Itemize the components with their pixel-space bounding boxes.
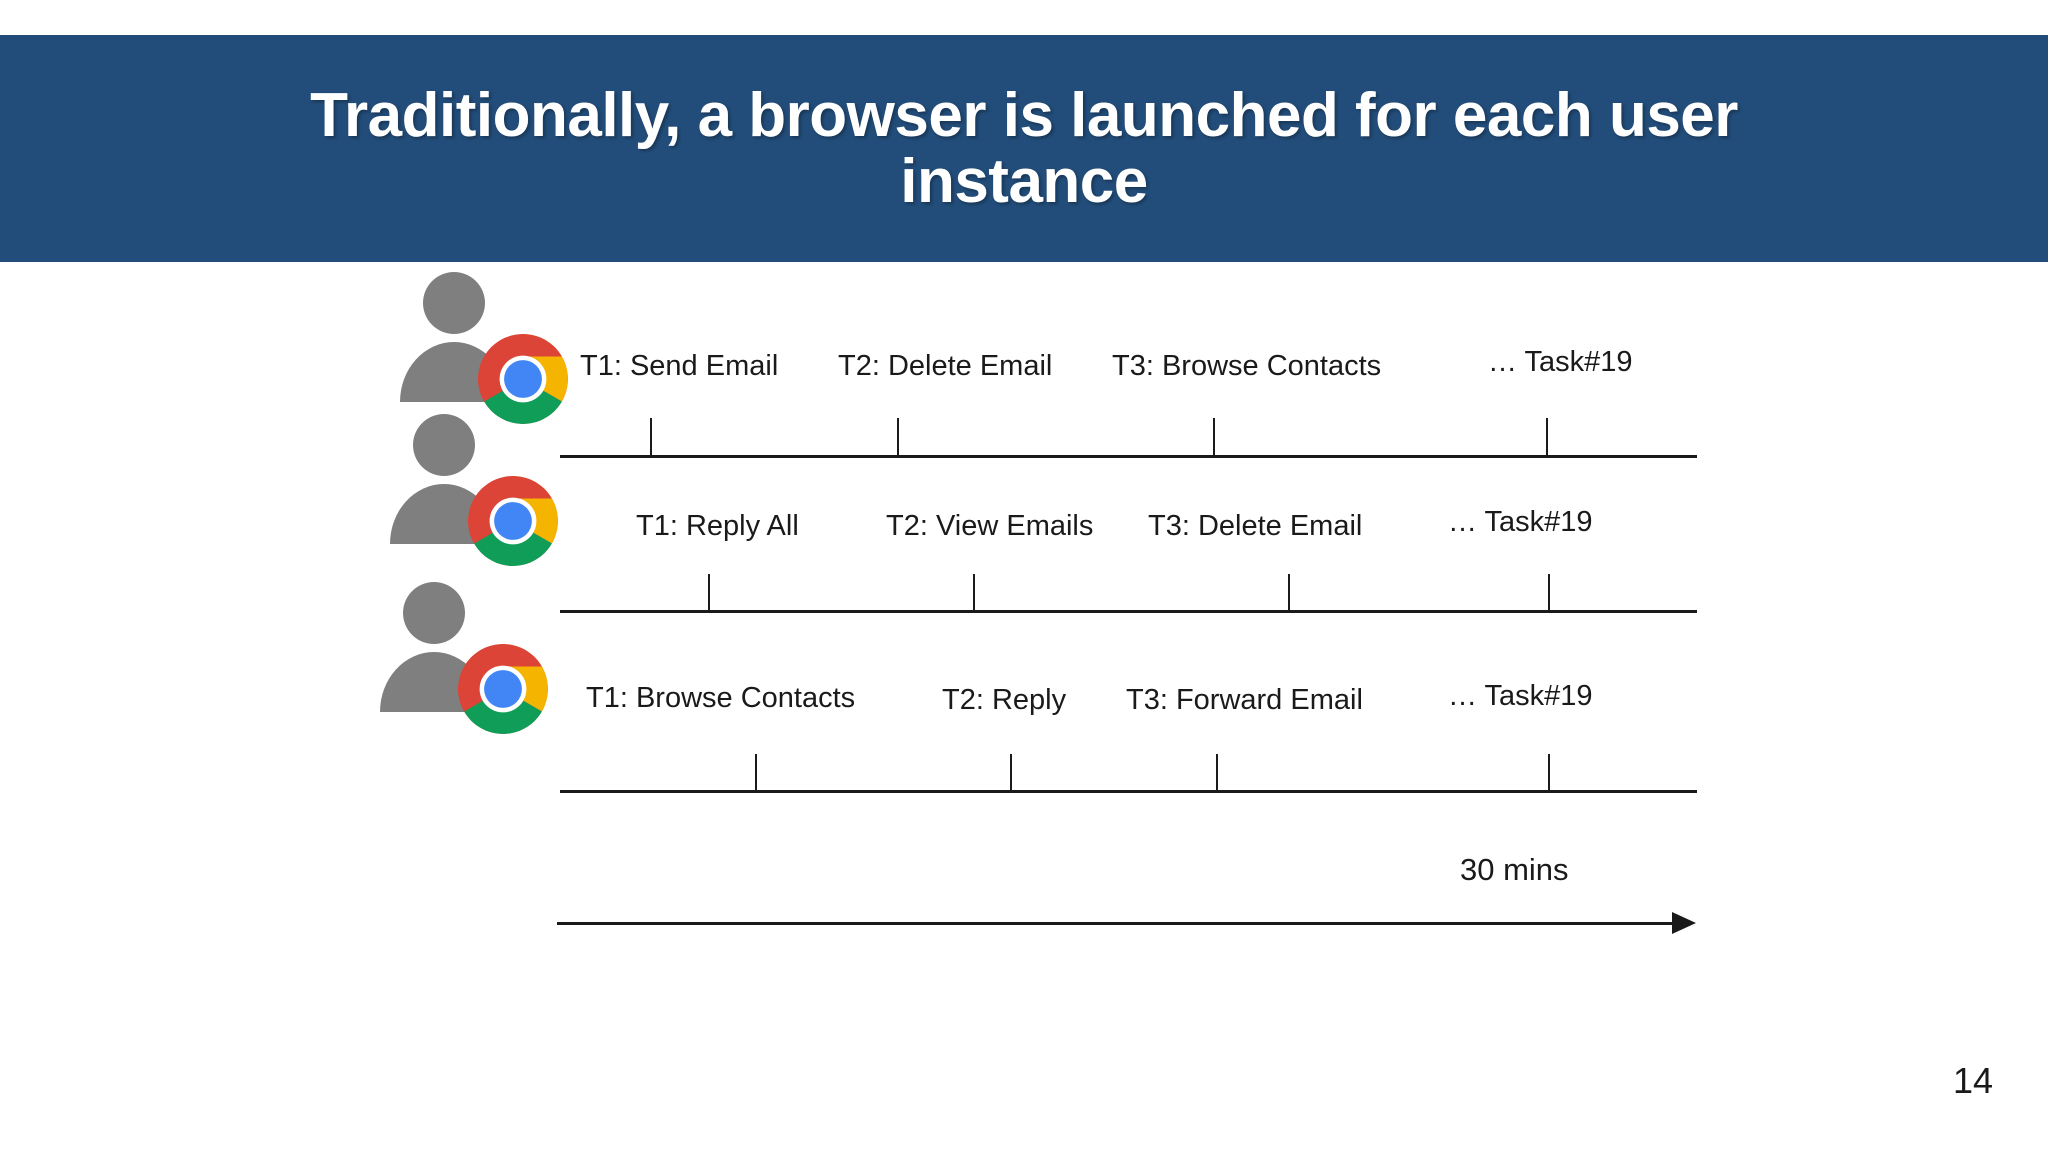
task-label: T1: Reply All [636,510,799,542]
task-label: T1: Browse Contacts [586,682,856,714]
timeline-tick [1216,754,1218,791]
task-label: T3: Delete Email [1148,510,1363,542]
timeline-tick [1288,574,1290,611]
avatar-user-2 [390,414,580,604]
timeline-tick [973,574,975,611]
task-label: T1: Send Email [580,350,779,382]
timeline-diagram: T1: Send Email T2: Delete Email T3: Brow… [0,262,2048,1152]
timeline-tick [1010,754,1012,791]
person-head [413,414,475,476]
person-head [403,582,465,644]
avatar-user-1 [400,272,590,462]
task-label: … Task#19 [1488,346,1633,378]
timeline-tick [755,754,757,791]
arrow-right-icon [1672,912,1696,934]
timeline-tick [1213,418,1215,456]
timeline-tick [1548,574,1550,611]
time-axis-line [557,922,1677,925]
timeline-tick [1546,418,1548,456]
chrome-icon [458,644,548,734]
task-label: T3: Forward Email [1126,684,1363,716]
task-label: … Task#19 [1448,680,1593,712]
timeline-tick [708,574,710,611]
page-number: 14 [1952,1060,1993,1101]
task-label: T2: View Emails [886,510,1094,542]
task-label: T2: Delete Email [838,350,1053,382]
timeline-tick [650,418,652,456]
page-title: Traditionally, a browser is launched for… [310,81,1738,216]
slide-title-banner: Traditionally, a browser is launched for… [0,35,2048,262]
task-label: T3: Browse Contacts [1112,350,1382,382]
timeline-axis [560,790,1697,793]
chrome-icon [478,334,568,424]
timeline-tick [1548,754,1550,791]
timeline-axis [560,610,1697,613]
timeline-axis [560,455,1697,458]
avatar-user-3 [380,582,570,772]
task-label: … Task#19 [1448,506,1593,538]
chrome-icon [468,476,558,566]
time-axis-label: 30 mins [1460,852,1569,887]
person-head [423,272,485,334]
task-label: T2: Reply [942,684,1067,716]
timeline-tick [897,418,899,456]
